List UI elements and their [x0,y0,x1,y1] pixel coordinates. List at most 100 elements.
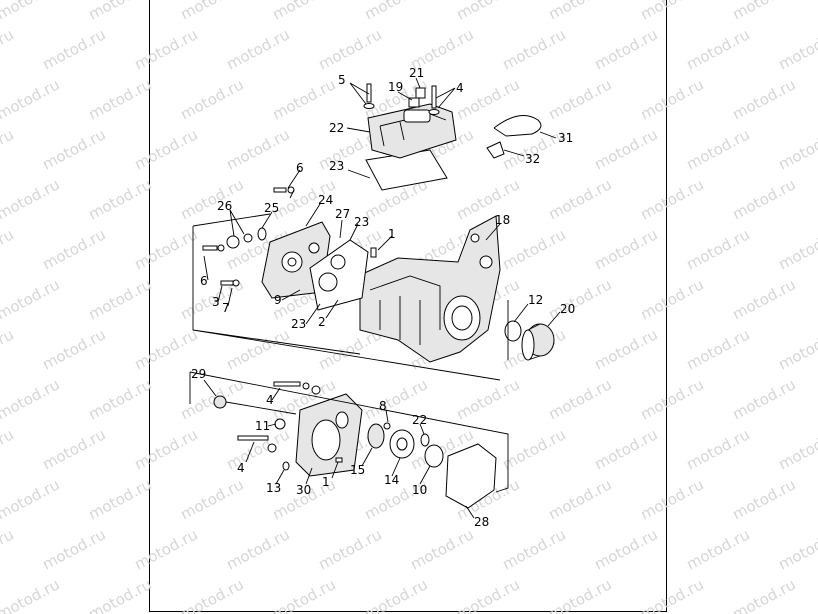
watermark-text: motod.ru [269,575,338,614]
callout-8: 8 [379,399,387,413]
watermark-text: motod.ru [453,75,522,123]
callout-25: 25 [264,201,279,215]
watermark-text: motod.ru [85,475,154,523]
callout-28: 28 [474,515,489,529]
lower-assembly-lines [189,371,509,493]
watermark-text: motod.ru [177,175,246,223]
top-cover [367,103,457,159]
gasket-27 [309,239,369,311]
callout-10: 10 [412,483,427,497]
watermark-text: motod.ru [591,525,660,573]
watermark-text: motod.ru [453,375,522,423]
o-ring-25 [257,227,267,241]
watermark-text: motod.ru [637,375,706,423]
watermark-text: motod.ru [683,425,752,473]
watermark-text: motod.ru [85,375,154,423]
watermark-text: motod.ru [0,0,63,24]
callout-4-mid: 4 [266,393,274,407]
callout-24: 24 [318,193,333,207]
watermark-text: motod.ru [85,175,154,223]
watermark-text: motod.ru [39,325,108,373]
watermark-text: motod.ru [775,325,818,373]
watermark-text: motod.ru [269,75,338,123]
watermark-text: motod.ru [775,25,818,73]
watermark-text: motod.ru [85,0,154,24]
watermark-text: motod.ru [545,75,614,123]
watermark-text: motod.ru [315,525,384,573]
watermark-text: motod.ru [591,125,660,173]
watermark-text: motod.ru [269,0,338,24]
callout-1-bottom: 1 [322,475,330,489]
watermark-text: motod.ru [683,25,752,73]
watermark-text: motod.ru [131,125,200,173]
fitting-19 [415,87,426,99]
watermark-text: motod.ru [0,125,17,173]
end-cover-assembly [213,381,497,509]
watermark-text: motod.ru [637,275,706,323]
watermark-text: motod.ru [729,275,798,323]
watermark-text: motod.ru [131,525,200,573]
watermark-text: motod.ru [177,75,246,123]
callout-32: 32 [525,152,540,166]
watermark-text: motod.ru [361,575,430,614]
top-cover-assembly [363,83,542,191]
callout-4-bottom: 4 [237,461,245,475]
watermark-text: motod.ru [0,75,63,123]
bolt-6-left [202,245,218,251]
watermark-text: motod.ru [177,0,246,24]
watermark-text: motod.ru [223,525,292,573]
watermark-text: motod.ru [453,575,522,614]
watermark-text: motod.ru [131,25,200,73]
watermark-text: motod.ru [591,425,660,473]
plug-26 [226,235,240,249]
watermark-text: motod.ru [545,575,614,614]
watermark-text: motod.ru [591,25,660,73]
callout-labels: 5 19 21 4 22 31 32 23 6 26 25 24 27 23 1… [191,66,575,529]
fitting-17 [408,97,420,108]
watermark-text: motod.ru [775,125,818,173]
pin-13 [282,461,290,471]
callout-27: 27 [335,207,350,221]
watermark-text: motod.ru [177,575,246,614]
callout-31: 31 [558,131,573,145]
dowel-pin-lower [335,457,343,463]
watermark-text: motod.ru [0,325,17,373]
watermark-text: motod.ru [499,425,568,473]
watermark-text: motod.ru [545,475,614,523]
watermark-text: motod.ru [39,425,108,473]
callout-22: 22 [412,413,427,427]
callout-12: 12 [528,293,543,307]
watermark-text: motod.ru [85,275,154,323]
watermark-text: motod.ru [637,175,706,223]
transmission-housing [359,215,555,363]
callout-26: 26 [217,199,232,213]
pushrod-29 [213,395,227,409]
callout-19: 21 [409,66,424,80]
watermark-text: motod.ru [453,0,522,24]
watermark-text: motod.ru [315,25,384,73]
watermark-text: motod.ru [131,425,200,473]
callout-15: 15 [350,463,365,477]
watermark-text: motod.ru [637,0,706,24]
watermark-text: motod.ru [683,225,752,273]
watermark-text: motod.ru [453,175,522,223]
leader-lines [203,77,561,519]
watermark-text: motod.ru [683,325,752,373]
bolt-4 [431,85,437,109]
watermark-text: motod.ru [0,275,63,323]
callout-29: 29 [191,367,206,381]
watermark-text: motod.ru [177,475,246,523]
callout-30: 30 [296,483,311,497]
watermark-text: motod.ru [683,525,752,573]
bolt-4-upper [273,381,301,387]
callout-7: 7 [222,301,230,315]
dowel-pin [370,247,377,258]
callout-20: 22 [329,121,344,135]
part-15 [367,423,385,449]
washer-11 [274,418,286,430]
watermark-text: motod.ru [775,425,818,473]
watermark-text: motod.ru [223,25,292,73]
callout-18: 20 [560,302,575,316]
watermark-text: motod.ru [729,175,798,223]
